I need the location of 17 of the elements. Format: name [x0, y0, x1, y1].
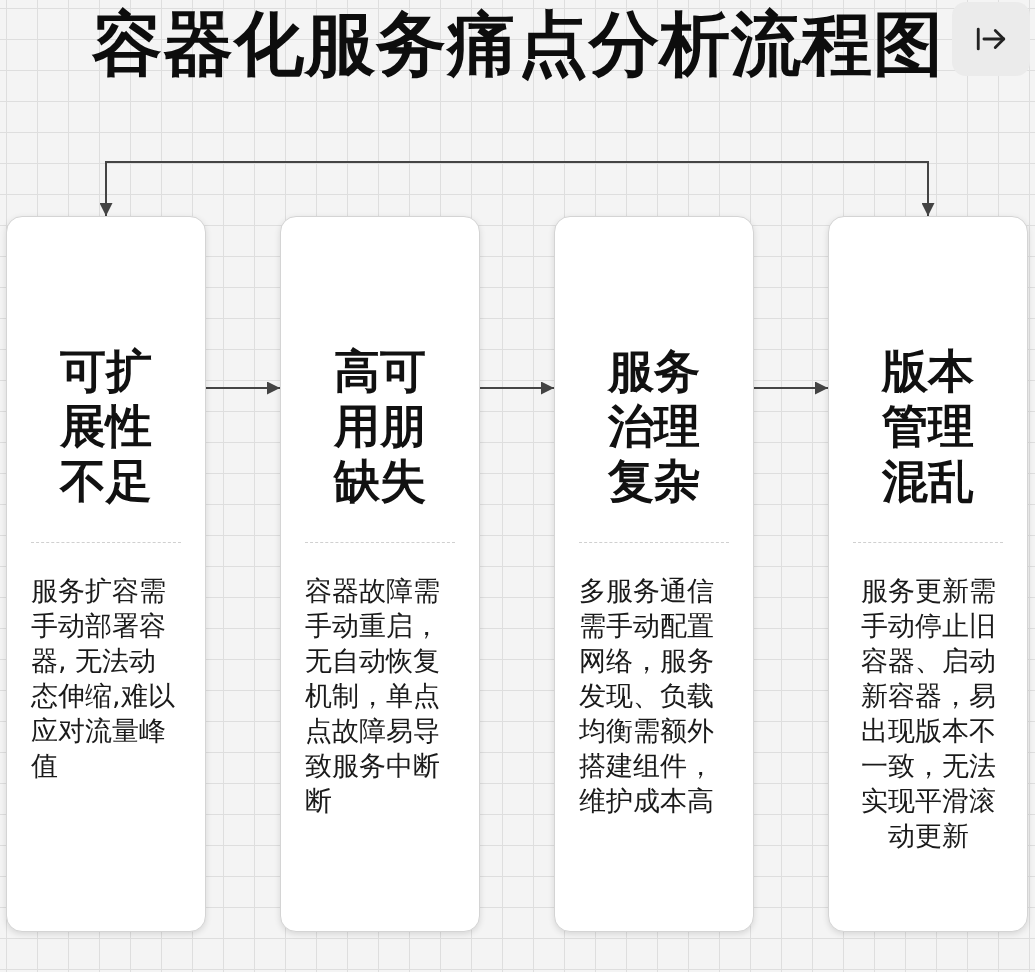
connector-arrow	[479, 381, 555, 395]
card-heading: 可扩展性不足	[58, 344, 153, 509]
card-heading: 服务治理复杂	[606, 344, 701, 509]
process-card	[6, 216, 206, 932]
card-heading: 高可用朋缺失	[332, 344, 427, 509]
process-card	[280, 216, 480, 932]
card-description: 服务扩容需手动部署容器, 无法动态伸缩,难以应对流量峰值	[31, 574, 176, 783]
card-description: 容器故障需手动重启，无自动恢复机制，单点点故障易导致服务中断断	[305, 574, 441, 818]
connector-arrow	[753, 381, 829, 395]
card-description: 多服务通信需手动配置网络，服务发现、负载均衡需额外搭建组件，维护成本高	[579, 574, 715, 818]
process-card	[828, 216, 1028, 932]
diagram-title: 容器化服务痛点分析流程图	[91, 6, 944, 82]
card-heading: 版本管理混乱	[880, 344, 975, 509]
connector-arrow	[205, 381, 281, 395]
process-card	[554, 216, 754, 932]
card-description: 服务更新需手动停止旧容器、启动新容器，易出现版本不一致，无法实现平滑滚动更新	[859, 574, 997, 853]
connector-arrow	[99, 161, 935, 217]
